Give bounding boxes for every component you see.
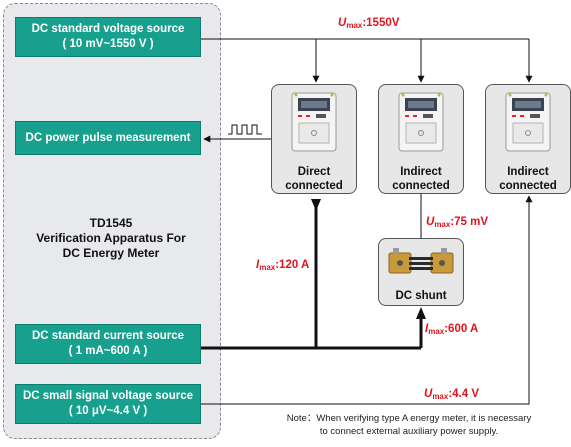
voltage-source-label: DC standard voltage source	[31, 23, 185, 35]
apparatus-name-line1: Verification Apparatus For	[36, 231, 186, 245]
shunt-icon	[388, 248, 454, 274]
subscript: max	[428, 327, 445, 336]
value: :120 A	[275, 259, 310, 271]
small-signal-source-label: DC small signal voltage source	[22, 390, 193, 402]
symbol: I	[256, 259, 260, 271]
apparatus-name-line2: DC Energy Meter	[62, 246, 160, 260]
pulse-measurement-box: DC power pulse measurement	[15, 121, 201, 155]
meter-box-direct: Direct connected	[271, 84, 357, 194]
subscript: max	[259, 263, 276, 272]
meter-box-indirect-shunt: Indirect connected	[378, 84, 464, 194]
pulse-waveform	[228, 124, 262, 135]
meter-label-line1: Direct	[297, 166, 331, 178]
value: :600 A	[444, 323, 479, 335]
imax-120-label: Imax:120 A	[256, 259, 309, 272]
meter-label-line2: connected	[392, 180, 450, 192]
energy-meter-icon	[291, 92, 337, 152]
value: :1550V	[362, 17, 400, 29]
meter-label-line1: Indirect	[507, 166, 549, 178]
current-arrow-meter1	[311, 199, 321, 211]
meter-label-line1: Indirect	[400, 166, 442, 178]
imax-600-label: Imax:600 A	[425, 323, 478, 336]
energy-meter-icon	[505, 92, 551, 152]
voltage-source-box: DC standard voltage source ( 10 mV~1550 …	[15, 17, 201, 57]
symbol: I	[425, 323, 429, 335]
symbol: U	[424, 388, 433, 400]
note-text: Note：When verifying type A energy meter,…	[250, 412, 568, 438]
note-line2: to connect external auxiliary power supp…	[319, 426, 499, 437]
umax-75mv-label: Umax:75 mV	[426, 216, 488, 229]
small-signal-line	[200, 195, 533, 405]
shunt-box: DC shunt	[378, 238, 464, 306]
meter-label-line2: connected	[285, 180, 343, 192]
apparatus-title: TD1545 Verification Apparatus For DC Ene…	[20, 216, 202, 261]
apparatus-panel	[3, 3, 221, 439]
current-source-range: ( 1 mA~600 A )	[68, 345, 148, 357]
value: :4.4 V	[448, 388, 480, 400]
current-arrow-shunt	[416, 307, 426, 319]
subscript: max	[346, 21, 363, 30]
note-line1: Note：When verifying type A energy meter,…	[286, 413, 532, 424]
energy-meter-icon	[398, 92, 444, 152]
symbol: U	[426, 216, 435, 228]
shunt-label: DC shunt	[395, 290, 447, 302]
subscript: max	[434, 220, 451, 229]
small-signal-source-range: ( 10 μV~4.4 V )	[68, 405, 148, 417]
current-source-box: DC standard current source ( 1 mA~600 A …	[15, 324, 201, 364]
meter-label-indirect-shunt: Indirect connected	[379, 165, 463, 193]
meter-label-line2: connected	[499, 180, 557, 192]
subscript: max	[432, 392, 449, 401]
value: :75 mV	[450, 216, 489, 228]
pulse-measurement-label: DC power pulse measurement	[25, 131, 191, 144]
apparatus-model: TD1545	[89, 216, 133, 230]
umax-44-label: Umax:4.4 V	[424, 388, 479, 401]
current-source-label: DC standard current source	[31, 330, 185, 342]
symbol: U	[338, 17, 347, 29]
meter-label-direct: Direct connected	[272, 165, 356, 193]
meter-box-indirect-signal: Indirect connected	[485, 84, 571, 194]
voltage-source-range: ( 10 mV~1550 V )	[62, 38, 154, 50]
small-signal-source-box: DC small signal voltage source ( 10 μV~4…	[15, 384, 201, 424]
meter-label-indirect-signal: Indirect connected	[486, 165, 570, 193]
umax-1550-label: Umax:1550V	[338, 17, 399, 30]
